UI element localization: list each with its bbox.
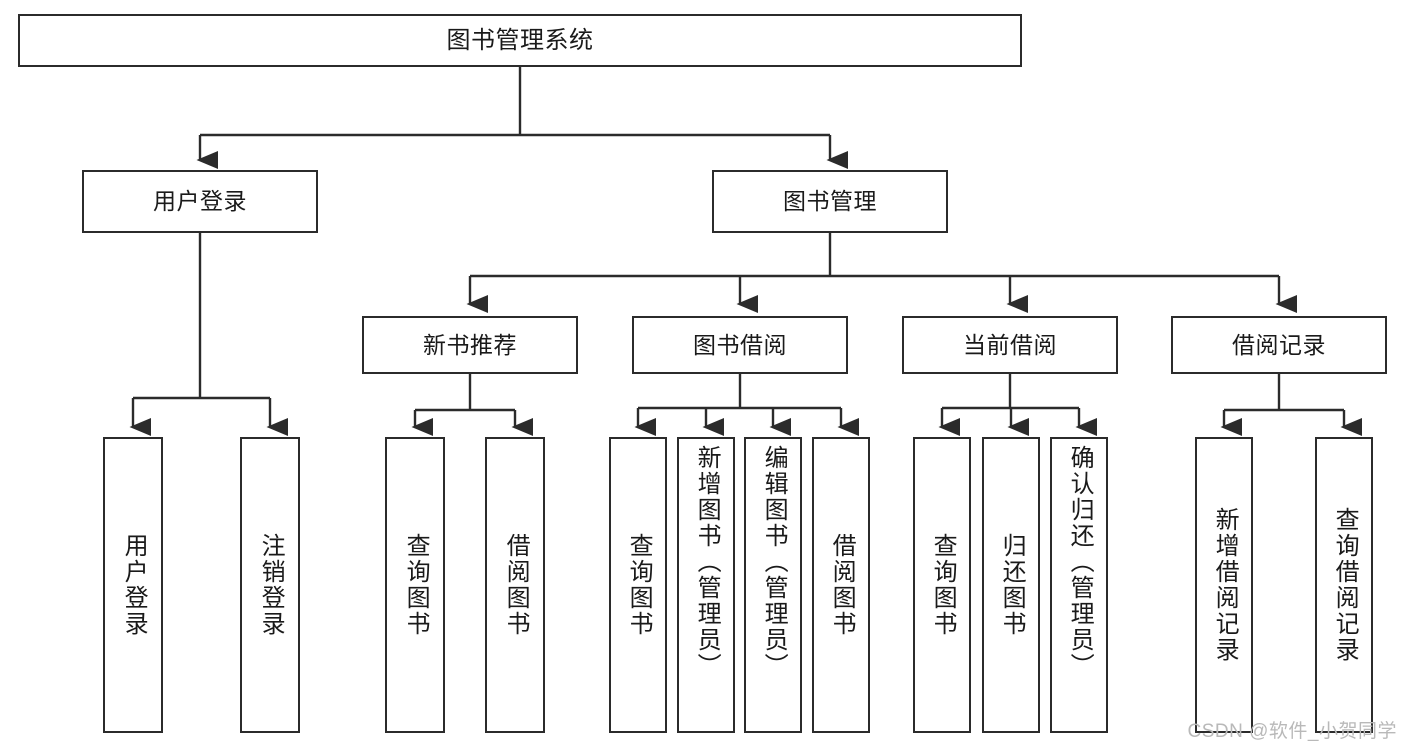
node-leaf-query-record-label: 查询借阅记录 <box>1331 507 1359 663</box>
node-new-book-rec-label: 新书推荐 <box>423 331 517 358</box>
node-leaf-confirm-return-label: 确认归还（管理员） <box>1066 445 1094 679</box>
node-root[interactable]: 图书管理系统 <box>18 14 1022 67</box>
node-leaf-add-record-label: 新增借阅记录 <box>1211 507 1239 663</box>
node-book-manage-label: 图书管理 <box>783 188 877 215</box>
node-current-borrow-label: 当前借阅 <box>963 331 1057 358</box>
node-user-login-label: 用户登录 <box>153 188 247 215</box>
node-leaf-user-logout[interactable]: 注销登录 <box>240 437 300 733</box>
node-leaf-add-record[interactable]: 新增借阅记录 <box>1195 437 1253 733</box>
node-leaf-return-book-label: 归还图书 <box>998 533 1026 637</box>
node-current-borrow[interactable]: 当前借阅 <box>902 316 1118 374</box>
node-leaf-edit-book-label: 编辑图书（管理员） <box>760 445 788 679</box>
node-book-manage[interactable]: 图书管理 <box>712 170 948 233</box>
node-leaf-confirm-return[interactable]: 确认归还（管理员） <box>1050 437 1108 733</box>
node-leaf-query-record[interactable]: 查询借阅记录 <box>1315 437 1373 733</box>
csdn-watermark: CSDN @软件_小贺同学 <box>1187 721 1397 742</box>
node-leaf-add-book-label: 新增图书（管理员） <box>693 445 721 679</box>
node-leaf-query-book-borrow[interactable]: 查询图书 <box>609 437 667 733</box>
node-leaf-borrow-book-rec-label: 借阅图书 <box>502 533 530 637</box>
node-leaf-query-book-rec-label: 查询图书 <box>402 533 430 637</box>
node-root-label: 图书管理系统 <box>446 26 594 54</box>
node-book-borrow[interactable]: 图书借阅 <box>632 316 848 374</box>
node-leaf-add-book[interactable]: 新增图书（管理员） <box>677 437 735 733</box>
node-leaf-query-book-rec[interactable]: 查询图书 <box>385 437 445 733</box>
node-leaf-user-login[interactable]: 用户登录 <box>103 437 163 733</box>
node-leaf-user-login-label: 用户登录 <box>120 533 148 637</box>
node-new-book-rec[interactable]: 新书推荐 <box>362 316 578 374</box>
node-leaf-user-logout-label: 注销登录 <box>257 533 285 637</box>
node-borrow-record-label: 借阅记录 <box>1232 331 1326 358</box>
node-leaf-edit-book[interactable]: 编辑图书（管理员） <box>744 437 802 733</box>
node-leaf-return-book[interactable]: 归还图书 <box>982 437 1040 733</box>
node-user-login[interactable]: 用户登录 <box>82 170 318 233</box>
node-leaf-query-book-cur[interactable]: 查询图书 <box>913 437 971 733</box>
node-borrow-record[interactable]: 借阅记录 <box>1171 316 1387 374</box>
node-leaf-borrow-book[interactable]: 借阅图书 <box>812 437 870 733</box>
edges-root <box>129 67 1362 436</box>
node-leaf-query-book-cur-label: 查询图书 <box>929 533 957 637</box>
node-leaf-borrow-book-rec[interactable]: 借阅图书 <box>485 437 545 733</box>
node-book-borrow-label: 图书借阅 <box>693 331 787 358</box>
node-leaf-query-book-borrow-label: 查询图书 <box>625 533 653 637</box>
node-leaf-borrow-book-label: 借阅图书 <box>828 533 856 637</box>
